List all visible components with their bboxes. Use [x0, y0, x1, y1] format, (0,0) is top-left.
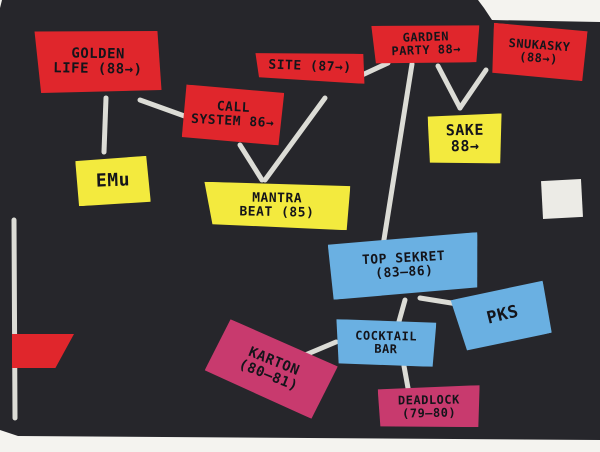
connector-call-system-mantra-left	[237, 142, 265, 183]
connector-top-sekret-cocktail	[395, 297, 408, 328]
node-garden-party: Garden Party 88→	[371, 22, 480, 66]
connector-site-mantra-right	[262, 95, 328, 183]
connector-snukasky-sake	[457, 67, 489, 111]
connector-site-garden-party	[357, 60, 391, 79]
node-call-system: Call System 86→	[182, 84, 285, 145]
connector-golden-life-emu	[101, 95, 109, 155]
connector-left-edge	[11, 217, 18, 421]
node-mantra-beat: Mantra Beat (85)	[204, 182, 351, 231]
node-cocktail-bar: Cocktail Bar	[336, 319, 437, 367]
connector-cocktail-deadlock	[401, 363, 411, 391]
node-deadlock: Deadlock (79–80)	[378, 385, 481, 429]
node-emu: EMu	[75, 156, 151, 207]
white-card-scrap	[541, 178, 583, 220]
connector-garden-party-top-sekret	[379, 61, 415, 255]
node-sake: Sake 88→	[428, 113, 503, 164]
connector-garden-party-sake	[435, 63, 463, 111]
node-snukasky: Snukasky (88→)	[490, 23, 587, 81]
connector-golden-life-call-system	[137, 97, 193, 121]
node-golden-life: Golden Life (88→)	[33, 29, 162, 95]
